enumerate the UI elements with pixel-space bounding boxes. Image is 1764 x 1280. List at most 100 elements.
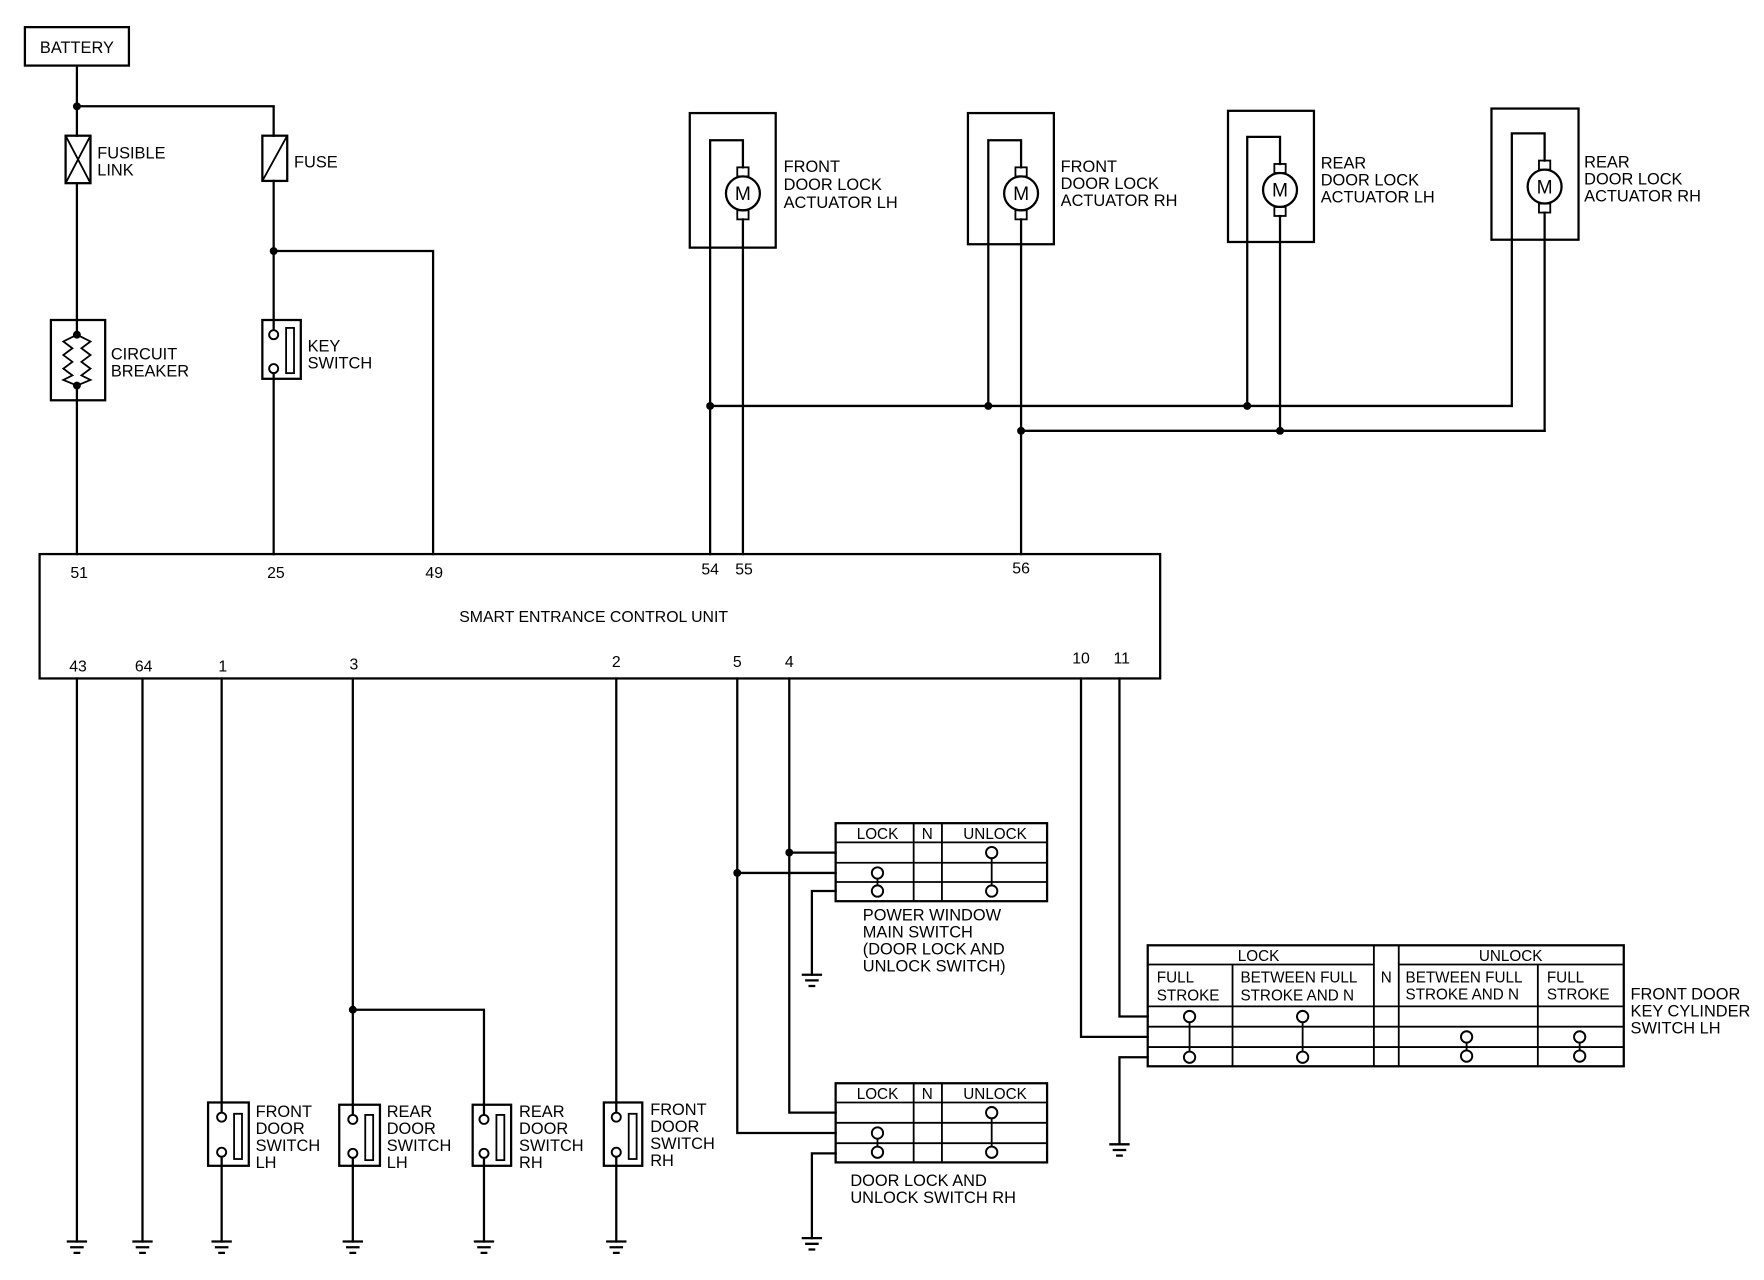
contact-terminal [1296,1009,1310,1024]
contact-link [1188,1016,1581,1058]
door-switch-box [338,1103,382,1167]
door-switch-label-1: FRONT [256,1103,312,1121]
actuator-housing [1490,107,1580,241]
control-unit-name: SMART ENTRANCE CONTROL UNIT [459,609,728,626]
door-switch-label-1: REAR [519,1103,565,1121]
switch-terminal [610,1146,622,1158]
junction-dot [785,848,794,857]
actuator-label-3: ACTUATOR LH [784,194,898,212]
switch-table-grid [835,1083,1048,1163]
rear-door-lock-actuator-rh: M REAR DOOR LOCK ACTUATOR RH [1490,107,1701,432]
pin-label: 55 [735,561,753,578]
junction-dot [706,401,715,410]
pin-label: 5 [733,654,742,671]
actuator-housing [1226,109,1316,244]
door-switch-label-3: SWITCH [519,1137,584,1155]
key-cylinder-label-2: KEY CYLINDER [1631,1003,1751,1021]
switch-contact-bar [233,1112,243,1160]
pin-label: 4 [785,654,794,671]
key-switch-label-2: SWITCH [308,355,373,373]
ground-icon [211,1240,232,1254]
junction-dot [269,247,278,255]
contact-terminal [1182,1050,1197,1064]
motor-terminal [1014,166,1028,178]
door-switch-label-1: REAR [387,1103,433,1121]
key-switch-label-1: KEY [308,338,341,356]
front-door-switch-rh: FRONT DOOR SWITCH RH [602,1101,715,1170]
contact-terminal [1459,1030,1474,1044]
lock-header: LOCK [857,826,899,843]
ground-icon [606,1240,627,1254]
rear-door-switch-lh: REAR DOOR SWITCH LH [338,1103,451,1172]
actuator-wire-loop [1246,135,1282,408]
rear-door-switch-rh: REAR DOOR SWITCH RH [471,1103,584,1172]
unlock-header: UNLOCK [963,826,1027,843]
wire-fuse-to-pin-49 [272,249,435,556]
unlock-header: UNLOCK [963,1086,1027,1103]
junction-dot [1276,426,1284,435]
motor-letter: M [1537,177,1553,198]
motor-terminal [1273,206,1287,217]
door-switch-label-3: SWITCH [650,1135,715,1153]
fusible-link-cross [64,135,92,184]
switch-contact-bar [364,1114,375,1162]
actuator-label-1: REAR [1584,153,1630,171]
motor-terminal [736,209,750,221]
front-door-lock-actuator-rh: M FRONT DOOR LOCK ACTUATOR RH [966,111,1177,556]
front-door-switch-lh: FRONT DOOR SWITCH LH [206,1101,320,1172]
switch-contact-bar [627,1112,638,1160]
circuit-breaker-label-1: CIRCUIT [111,346,177,364]
neutral-header: N [1381,970,1392,987]
contact-terminal [870,1145,885,1159]
battery: BATTERY [23,26,131,67]
motor-letter: M [1013,184,1029,205]
motor-terminal [1538,159,1552,171]
actuator-label-2: DOOR LOCK [784,176,882,194]
contact-terminal [1573,1049,1587,1063]
lock-full-stroke-header-2: STROKE [1157,988,1220,1005]
switch-terminal [610,1111,622,1123]
actuator-label-1: REAR [1321,154,1367,172]
actuator-wire-loop [987,139,1023,408]
wire-pin-4 [788,677,837,1114]
front-door-lock-actuator-lh: M FRONT DOOR LOCK ACTUATOR LH [688,111,898,556]
rear-door-lock-actuator-lh: M REAR DOOR LOCK ACTUATOR LH [1226,109,1435,432]
door-switch-label-2: DOOR [650,1118,699,1136]
fuse-label: FUSE [294,153,338,171]
ground-icon [801,973,823,988]
pin-label: 51 [70,565,88,582]
wire-rh-switch-ground [810,1152,837,1240]
pin-label: 54 [701,561,719,578]
circuit-breaker-element-left [61,333,78,387]
pin-label: 2 [612,654,621,671]
door-switch-label-2: DOOR [256,1120,305,1138]
contact-terminal [985,1145,999,1159]
key-cylinder-label-3: SWITCH LH [1631,1019,1721,1037]
unlock-full-stroke-header-2: STROKE [1547,987,1610,1004]
door-switch-label-4: LH [387,1154,408,1172]
wire-pin-5 [736,677,837,1135]
pin-label: 3 [350,656,359,673]
wire-pin-11 [1118,677,1149,1018]
actuator-wire-loop [1510,132,1546,408]
contact-terminal [870,866,885,880]
wire-key-cylinder-ground [1118,1056,1149,1146]
switch-terminal [347,1147,359,1159]
switch-table-grid [835,823,1048,902]
terminal-dot [72,381,81,390]
motor-letter: M [735,184,751,205]
lock-header: LOCK [1238,948,1280,965]
switch-terminal [268,329,280,341]
door-lock-unlock-switch-rh: LOCK N UNLOCK DOOR LOCK AND UNLOCK SWITC… [834,1082,1049,1207]
pin-label: 25 [267,565,285,582]
contact-terminal [1459,1049,1474,1063]
wire-pin-3-branch [351,1008,486,1243]
ground-icon [132,1240,153,1254]
ground-icon [1109,1143,1130,1157]
switch-terminal [347,1113,359,1125]
junction-dot [733,868,742,877]
junction-dot [1243,401,1252,410]
power-window-label-4: UNLOCK SWITCH) [863,957,1006,975]
contact-link [876,1112,993,1153]
ground-icon [801,1237,823,1251]
